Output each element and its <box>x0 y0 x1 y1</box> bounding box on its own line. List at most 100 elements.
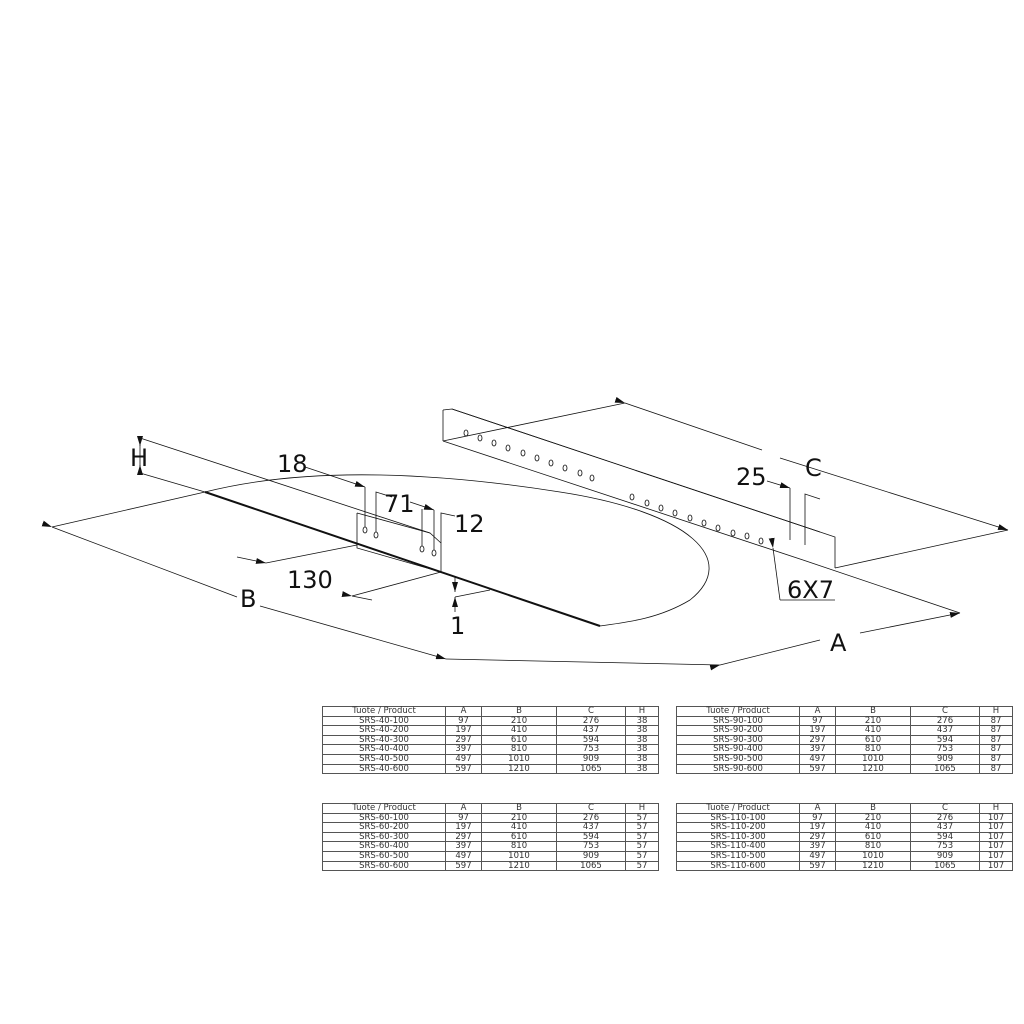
cell: SRS-110-200 <box>676 822 800 833</box>
header-b: B <box>835 706 911 717</box>
table-header-row: Tuote / Product A B C H <box>676 803 1013 814</box>
cell: SRS-60-500 <box>322 850 446 862</box>
cell: SRS-40-600 <box>322 763 446 775</box>
cell: 197 <box>799 822 836 833</box>
cell: 437 <box>910 822 980 833</box>
cell: 1065 <box>910 860 980 872</box>
cell: 1065 <box>556 763 626 775</box>
cell: 909 <box>910 753 980 765</box>
cell: 1010 <box>481 850 557 862</box>
cell: 1210 <box>481 763 557 775</box>
cell: SRS-90-500 <box>676 753 800 765</box>
cell: 107 <box>979 850 1013 862</box>
cell: 497 <box>445 850 482 862</box>
header-b: B <box>481 803 557 814</box>
header-h: H <box>625 803 659 814</box>
technical-drawing: H 18 71 12 130 B 1 25 C 6X7 A <box>41 396 1009 671</box>
cell: 597 <box>799 860 836 872</box>
cell: 197 <box>445 725 482 736</box>
table-header-row: Tuote / Product A B C H <box>322 803 659 814</box>
dim-1-label: 1 <box>450 612 465 640</box>
cell: 1210 <box>835 763 911 775</box>
dim-130-label: 130 <box>287 566 333 594</box>
cell: SRS-40-200 <box>322 725 446 736</box>
cell: 1010 <box>835 753 911 765</box>
dim-12-label: 12 <box>454 510 485 538</box>
cell: 87 <box>979 725 1013 736</box>
cell: 1065 <box>556 860 626 872</box>
cell: 1210 <box>481 860 557 872</box>
header-product: Tuote / Product <box>322 803 446 814</box>
header-product: Tuote / Product <box>322 706 446 717</box>
header-c: C <box>910 803 980 814</box>
cell: 909 <box>556 753 626 765</box>
cell: 87 <box>979 763 1013 775</box>
holes-row <box>463 429 764 545</box>
cell: SRS-110-500 <box>676 850 800 862</box>
cell: 437 <box>910 725 980 736</box>
cell: 597 <box>445 860 482 872</box>
cell: 410 <box>835 822 911 833</box>
cell: 1065 <box>910 763 980 775</box>
header-product: Tuote / Product <box>676 706 800 717</box>
dim-71-label: 71 <box>384 490 415 518</box>
header-a: A <box>799 803 836 814</box>
cell: 410 <box>835 725 911 736</box>
cell: 497 <box>799 850 836 862</box>
dim-b-label: B <box>240 585 256 613</box>
header-a: A <box>445 803 482 814</box>
cell: 107 <box>979 822 1013 833</box>
cell: 38 <box>625 763 659 775</box>
dim-holes-label: 6X7 <box>787 576 834 604</box>
cell: 57 <box>625 850 659 862</box>
cell: 87 <box>979 753 1013 765</box>
cell: 197 <box>799 725 836 736</box>
header-c: C <box>556 706 626 717</box>
bowl-outline <box>204 474 710 627</box>
header-b: B <box>481 706 557 717</box>
dim-c-label: C <box>805 454 822 482</box>
dim-a-label: A <box>830 629 847 657</box>
cell: 437 <box>556 822 626 833</box>
cell: SRS-60-600 <box>322 860 446 872</box>
cell: 57 <box>625 822 659 833</box>
cell: 437 <box>556 725 626 736</box>
cell: 1010 <box>481 753 557 765</box>
cell: 107 <box>979 860 1013 872</box>
cell: 38 <box>625 725 659 736</box>
cell: 909 <box>910 850 980 862</box>
cell: 57 <box>625 860 659 872</box>
cell: SRS-60-200 <box>322 822 446 833</box>
cell: 597 <box>799 763 836 775</box>
cell: 410 <box>481 725 557 736</box>
header-c: C <box>556 803 626 814</box>
header-product: Tuote / Product <box>676 803 800 814</box>
dim-18-label: 18 <box>277 450 308 478</box>
header-b: B <box>835 803 911 814</box>
table-header-row: Tuote / Product A B C H <box>322 706 659 717</box>
cell: 497 <box>445 753 482 765</box>
cell: SRS-90-200 <box>676 725 800 736</box>
dim-h-label: H <box>130 444 148 472</box>
cell: 1210 <box>835 860 911 872</box>
cell: 909 <box>556 850 626 862</box>
cell: SRS-110-600 <box>676 860 800 872</box>
